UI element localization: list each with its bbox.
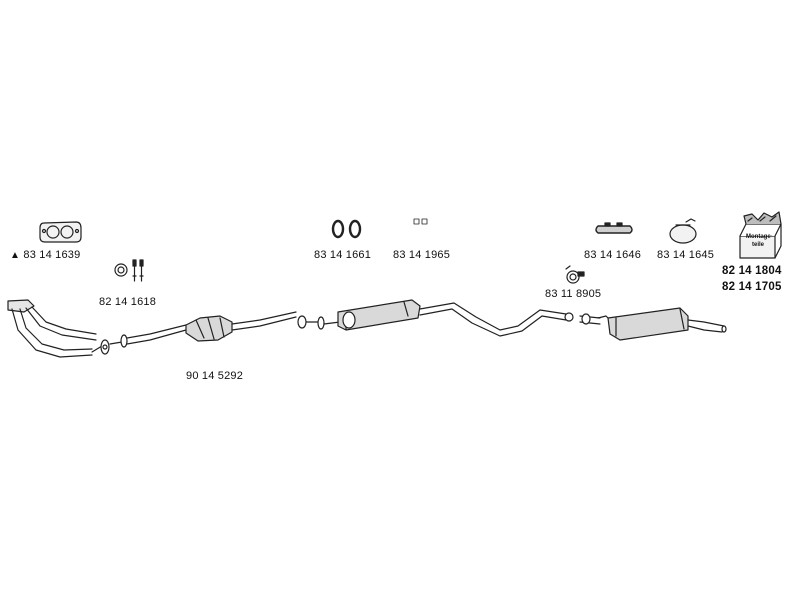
- small-clip-icon: [413, 218, 428, 225]
- front-pipe-manifold: [7, 299, 128, 358]
- pipe-clamp-icon: [565, 265, 585, 284]
- flange-gasket-label: ▲ 83 14 1639: [10, 249, 81, 261]
- mounting-parts-box-icon: [739, 211, 782, 259]
- hanger-strap-label: 83 14 1646: [584, 249, 642, 261]
- mounting-box-text-1: Montage-: [746, 234, 773, 240]
- hanger-ring-icon: [669, 218, 697, 244]
- mounting-box-text-2: teile: [752, 242, 765, 248]
- catalytic-converter: [126, 311, 307, 345]
- exhaust-system-label: 90 14 5292: [186, 370, 244, 382]
- hanger-strap-icon: [595, 222, 633, 234]
- clamp-bolts-label: 82 14 1618: [99, 296, 157, 308]
- small-clips-label: 83 14 1965: [393, 249, 451, 261]
- clamp-bolt-kit-icon: [114, 259, 144, 282]
- pipe-clamp-label: 83 11 8905: [545, 288, 602, 300]
- triangle-marker-icon: ▲: [10, 250, 21, 261]
- mounting-kit-label-2: 82 14 1705: [722, 281, 782, 293]
- hanger-ring-label: 83 14 1645: [657, 249, 715, 261]
- intermediate-pipe: [419, 302, 574, 337]
- rear-silencer: [579, 307, 727, 341]
- flange-gasket-icon: [39, 221, 82, 243]
- mounting-kit-label-1: 82 14 1804: [722, 265, 782, 277]
- rubber-ring-icon: [331, 219, 362, 239]
- rubber-rings-label: 83 14 1661: [314, 249, 372, 261]
- front-silencer: [305, 299, 421, 331]
